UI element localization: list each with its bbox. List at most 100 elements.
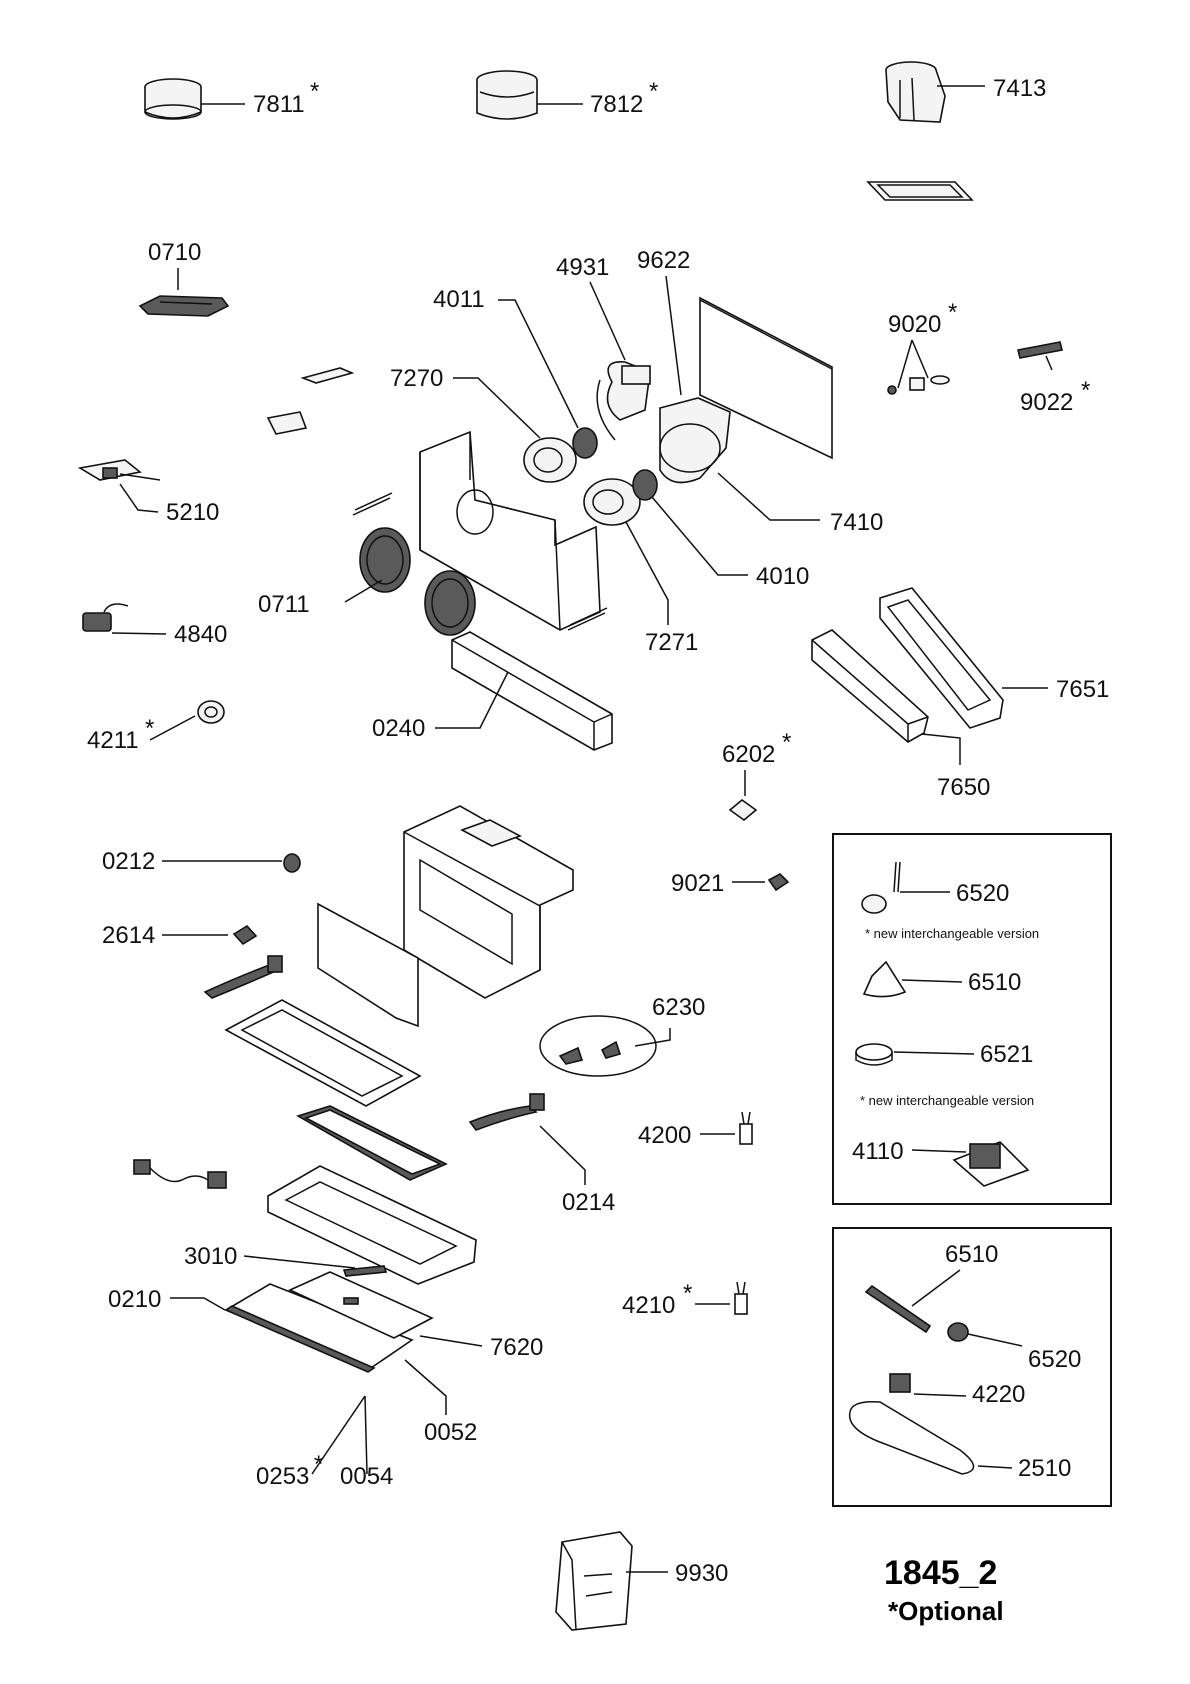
label-9930: 9930	[675, 1560, 728, 1587]
label-4210: 4210	[622, 1292, 675, 1319]
part-4210-capacitor	[734, 1281, 748, 1315]
leader-0210	[170, 1297, 226, 1311]
part-7811-collar	[144, 78, 245, 120]
label-7650: 7650	[937, 774, 990, 801]
part-0240-channel	[451, 631, 613, 751]
part-cable-track-left	[203, 955, 283, 999]
label-0711: 0711	[258, 591, 310, 618]
optional-marker-4211: *	[145, 715, 154, 742]
part-7270-fan-wheel	[523, 437, 577, 483]
label-0214: 0214	[562, 1189, 615, 1216]
leader-7271	[625, 521, 669, 625]
part-4220-starter	[889, 1373, 911, 1393]
leader-box2-4220	[913, 1393, 967, 1397]
part-7413-gasket	[866, 181, 974, 201]
part-3010-strip	[342, 1265, 388, 1277]
part-9930-hardware-bag	[555, 1531, 633, 1631]
note-interchangeable-1: * new interchangeable version	[865, 926, 1039, 941]
leader-3010	[243, 1255, 356, 1269]
optional-marker-9022: *	[1081, 377, 1090, 404]
part-bracket-right	[567, 607, 608, 631]
leader-0240	[435, 671, 509, 729]
part-4110-transformer	[952, 1141, 1030, 1187]
label-7651: 7651	[1056, 676, 1109, 703]
label-6230: 6230	[652, 994, 705, 1021]
optional-marker-4210: *	[683, 1280, 692, 1307]
leader-7620	[419, 1335, 483, 1347]
part-4211-grommet	[197, 700, 225, 724]
label-7270: 7270	[390, 365, 443, 392]
part-front-panel	[317, 902, 419, 1028]
leader-box2-6520	[967, 1333, 1023, 1347]
optional-marker-0253: *	[314, 1451, 323, 1478]
label-4200: 4200	[638, 1122, 691, 1149]
part-bracket-left	[352, 492, 393, 516]
label-0710: 0710	[148, 239, 201, 266]
part-6230-kit	[539, 1015, 657, 1077]
label-7620: 7620	[490, 1334, 543, 1361]
lighting-box-2	[832, 1227, 1112, 1507]
part-0210-visor	[224, 1283, 414, 1373]
leader-0214	[539, 1125, 586, 1185]
part-0212-knob	[283, 853, 301, 873]
label-box2-6520: 6520	[1028, 1346, 1081, 1373]
leader-7410	[717, 472, 820, 521]
part-6202-plate	[728, 798, 758, 822]
optional-marker-6202: *	[782, 729, 791, 756]
part-7271-fan-wheel	[583, 478, 641, 526]
part-9021-bushing	[767, 873, 790, 892]
part-7650-filter	[811, 629, 929, 743]
part-4010-hub	[632, 469, 658, 501]
part-7812-reducer	[476, 70, 583, 120]
part-5210-switch	[77, 459, 161, 481]
label-0210: 0210	[108, 1286, 161, 1313]
leader-6230	[634, 1028, 671, 1047]
label-4011: 4011	[433, 286, 485, 313]
label-0212: 0212	[102, 848, 155, 875]
optional-legend: *Optional	[888, 1596, 1004, 1626]
optional-marker-7812: *	[649, 78, 658, 105]
label-4211: 4211	[87, 727, 139, 754]
leader-4211	[149, 715, 196, 741]
part-hood-body	[403, 805, 574, 999]
part-6521-ring	[855, 1043, 893, 1066]
part-bracket-upper	[300, 367, 355, 384]
part-tray	[224, 999, 422, 1107]
leader-9020	[897, 339, 929, 389]
label-box2-6510: 6510	[945, 1241, 998, 1268]
label-4010: 4010	[756, 563, 809, 590]
part-4840-connector	[82, 603, 129, 632]
label-box1-4110: 4110	[852, 1138, 904, 1165]
leader-0054-0253	[311, 1395, 368, 1475]
label-4931: 4931	[556, 254, 609, 281]
part-7651-filter-frame	[879, 587, 1004, 729]
label-box1-6521: 6521	[980, 1041, 1033, 1068]
leader-7650	[921, 733, 961, 765]
leader-0052	[404, 1359, 447, 1415]
part-bottom-chassis	[267, 1165, 477, 1285]
part-bracket-lower	[266, 411, 308, 435]
part-2614-clip	[232, 924, 258, 946]
part-4200-capacitor	[739, 1111, 753, 1145]
part-0214-cable-track	[468, 1093, 545, 1131]
part-9020-clip	[887, 375, 950, 395]
leader-box1-6510	[901, 979, 963, 983]
part-0710-filter	[138, 295, 230, 317]
part-6520-lampholder	[861, 861, 901, 914]
optional-marker-7811: *	[310, 78, 319, 105]
part-9022-clip	[1017, 341, 1063, 359]
label-7413: 7413	[993, 75, 1046, 102]
label-9022: 9022	[1020, 389, 1073, 416]
label-7271: 7271	[645, 629, 698, 656]
label-6202: 6202	[722, 741, 775, 768]
lighting-box-1	[832, 833, 1112, 1205]
leader-5210	[119, 483, 159, 513]
part-0711-grille-right	[424, 570, 476, 636]
part-7410-scroll-housing	[659, 397, 731, 484]
label-7811: 7811	[253, 91, 305, 118]
label-4840: 4840	[174, 621, 227, 648]
leader-0711	[344, 579, 383, 603]
label-3010: 3010	[184, 1243, 237, 1270]
part-6520-tube-holder	[947, 1322, 969, 1342]
